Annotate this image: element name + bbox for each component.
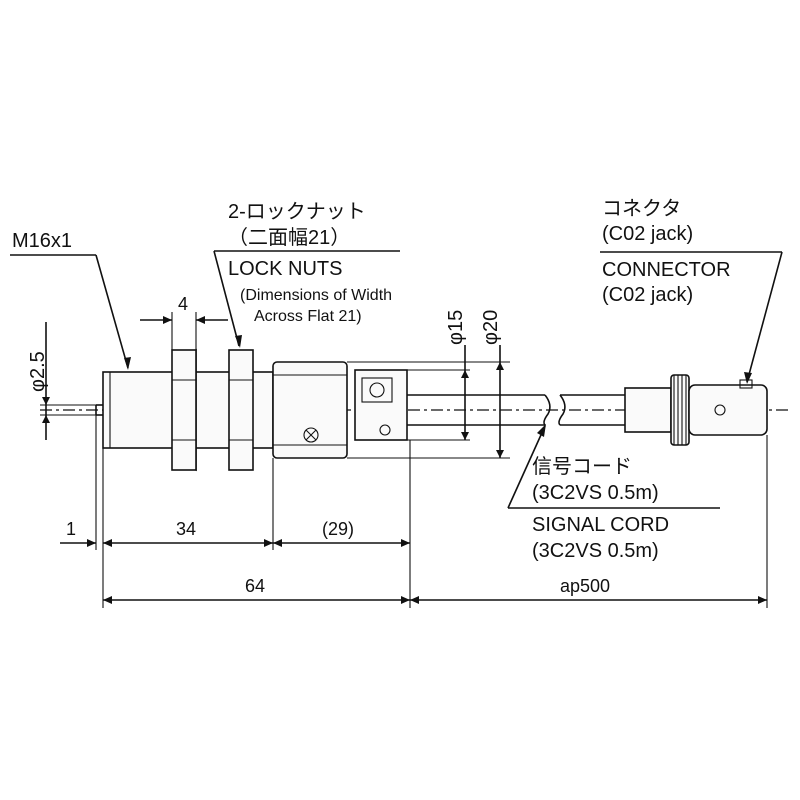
connector-leader xyxy=(744,251,783,384)
lock-nut-right xyxy=(228,349,254,471)
locknuts-jp-sub: （二面幅21） xyxy=(228,226,350,249)
tip-length-dimension xyxy=(60,539,273,547)
cord-jp-sub: (3C2VS 0.5m) xyxy=(532,482,659,504)
locknuts-en-sub2: Across Flat 21) xyxy=(254,308,362,325)
cord-length-dimension xyxy=(410,596,767,604)
extension-lines xyxy=(95,415,768,608)
thread-length-dimension xyxy=(264,539,273,547)
thread-size-label: M16x1 xyxy=(12,230,72,252)
dia-20-label: φ20 xyxy=(480,310,502,345)
sensor-body xyxy=(272,361,348,459)
bnc-connector xyxy=(624,374,768,446)
overall-length-value: 64 xyxy=(245,576,265,596)
body-length-value: (29) xyxy=(322,519,354,539)
locknut-width-value: 4 xyxy=(178,294,188,314)
connector-jp-sub: (C02 jack) xyxy=(602,223,693,245)
locknuts-en-label: LOCK NUTS xyxy=(228,258,342,280)
thread-length-value: 34 xyxy=(176,519,196,539)
locknuts-leader xyxy=(213,250,242,348)
lock-nut-left xyxy=(171,348,197,472)
overall-length-dimension xyxy=(103,596,410,604)
cord-en-sub: (3C2VS 0.5m) xyxy=(532,540,659,562)
signal-cord xyxy=(407,394,625,426)
cord-jp-label: 信号コード xyxy=(532,455,632,478)
dia-15-label: φ15 xyxy=(445,310,467,345)
locknuts-en-sub1: (Dimensions of Width xyxy=(240,287,392,304)
cord-clamp xyxy=(354,369,408,441)
cord-length-value: ap500 xyxy=(560,576,610,596)
connector-jp-label: コネクタ xyxy=(602,197,681,220)
locknut-width-dimension xyxy=(140,312,228,350)
connector-en-sub: (C02 jack) xyxy=(602,284,693,306)
cord-leader xyxy=(507,424,546,509)
locknuts-jp-label: 2-ロックナット xyxy=(228,200,366,223)
pin-diameter-label: φ2.5 xyxy=(27,351,49,392)
tip-length-value: 1 xyxy=(66,519,76,539)
thread-size-leader xyxy=(10,254,131,370)
body-diameter-dimensions xyxy=(347,345,510,459)
cord-en-label: SIGNAL CORD xyxy=(532,514,669,536)
body-length-dimension xyxy=(273,539,410,547)
connector-en-label: CONNECTOR xyxy=(602,259,731,281)
pin-diameter-dimension xyxy=(40,322,96,440)
